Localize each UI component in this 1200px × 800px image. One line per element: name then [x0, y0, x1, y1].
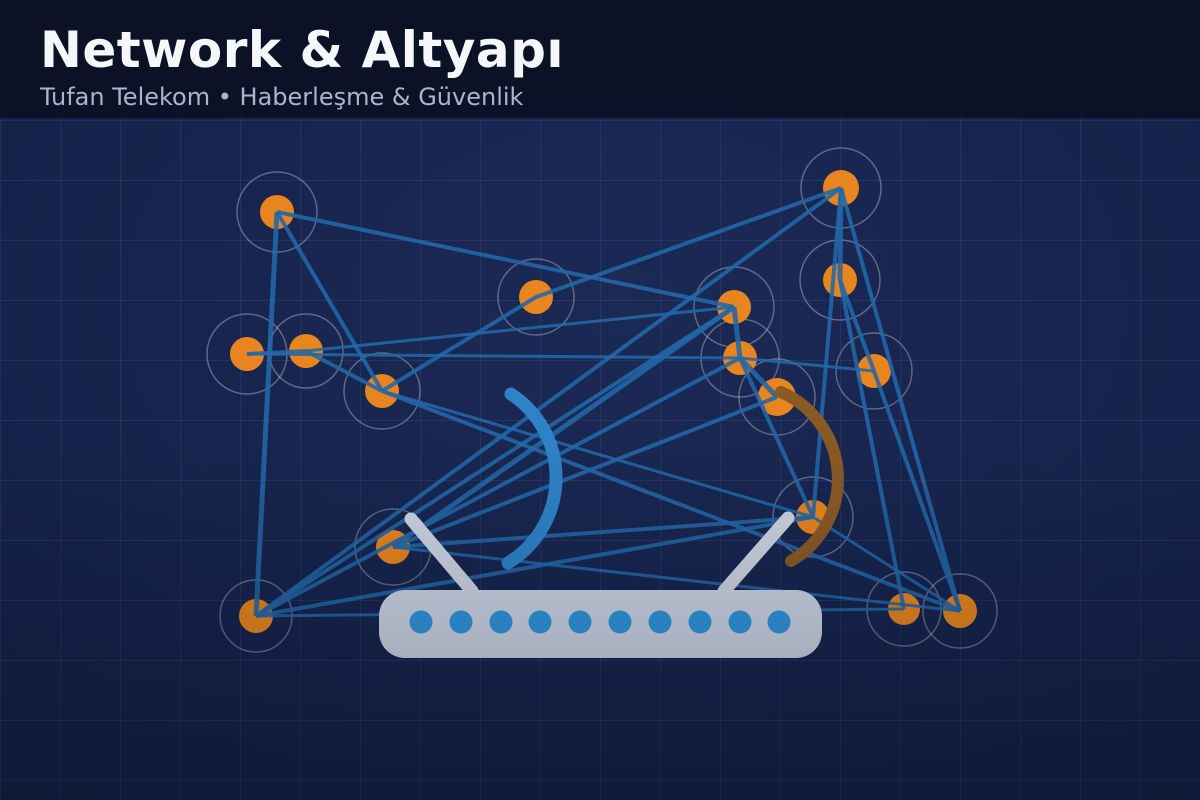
page-subtitle: Tufan Telekom • Haberleşme & Güvenlik [40, 82, 524, 111]
signal-arc-blue [501, 387, 563, 570]
network-edge [812, 515, 961, 613]
network-edge [253, 211, 280, 617]
router-body [379, 590, 822, 658]
signal-arc-orange [775, 386, 844, 567]
router-port [767, 610, 791, 634]
network-edge [254, 305, 736, 618]
network-edge [380, 295, 538, 393]
network-edge [738, 357, 815, 518]
network-edge [275, 210, 384, 393]
network-edge [839, 187, 962, 612]
network-edge [535, 186, 842, 299]
network-edge [255, 356, 741, 618]
network-edge [381, 389, 814, 519]
router-port [688, 610, 712, 634]
router-antenna [404, 512, 479, 598]
page-title: Network & Altyapı [40, 21, 565, 79]
network-edge [381, 389, 961, 613]
router-port [608, 610, 632, 634]
network-edge [739, 356, 875, 373]
router-antenna [717, 511, 795, 598]
network-edge [305, 349, 383, 393]
network-edge [392, 545, 961, 613]
network-edge [305, 305, 735, 353]
network-edge [811, 187, 843, 518]
router-port [409, 610, 433, 634]
node-ring [343, 352, 421, 430]
network-edge [392, 515, 814, 549]
router-port [568, 610, 592, 634]
router-port [489, 610, 513, 634]
router-port [728, 610, 752, 634]
network-edge [872, 370, 962, 612]
network-edge [738, 356, 779, 399]
node-ring [922, 573, 998, 649]
network-edge [838, 279, 876, 372]
network-edge [254, 186, 843, 618]
router-port [648, 610, 672, 634]
network-edge [391, 304, 736, 550]
router-port [528, 610, 552, 634]
network-edge [731, 306, 743, 359]
network-edge [838, 279, 906, 610]
node-ring [497, 258, 575, 336]
network-edge [255, 515, 814, 618]
router-port [449, 610, 473, 634]
header-banner: Network & Altyapı Tufan Telekom • Haberl… [0, 0, 1200, 118]
network-edge [276, 210, 735, 309]
network-edge [392, 395, 778, 549]
node-ring [835, 332, 913, 410]
